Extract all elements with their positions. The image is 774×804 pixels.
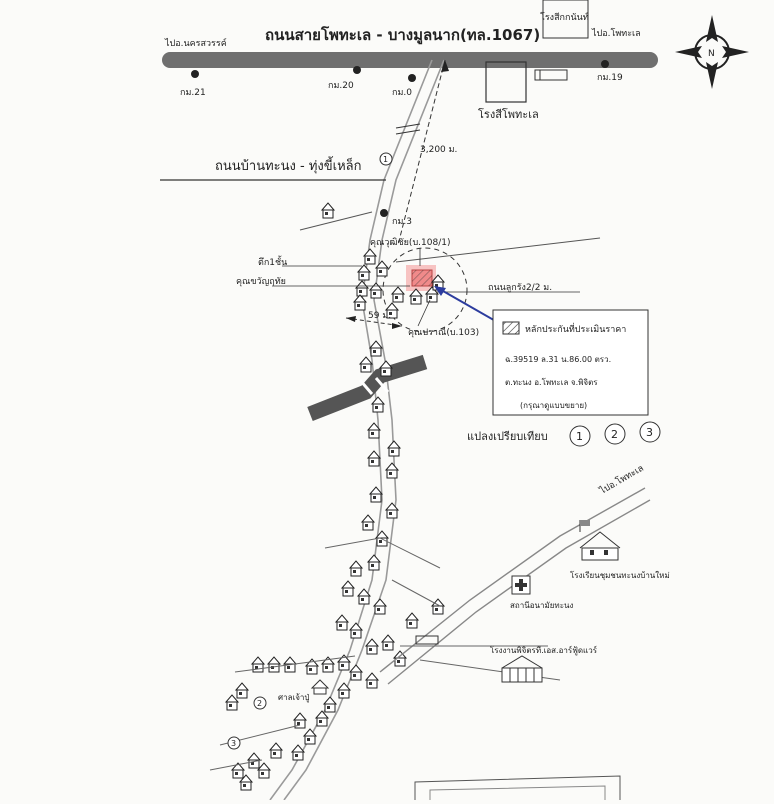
- km-marker-21: กม.21: [180, 88, 206, 98]
- legend-box: [492, 309, 649, 416]
- police-building: [542, 0, 589, 39]
- comparison-marker-1-text: 1: [383, 155, 388, 164]
- distance-59-line: [345, 316, 403, 329]
- compare-item-2: 2: [611, 428, 618, 441]
- health-station-label: สถานีอนามัยทะนง: [510, 601, 573, 610]
- shrine-label: ศาลเจ้าปู่: [278, 693, 309, 703]
- factory-label: โรงงานพิจิตรที.เอส.อาร์ฟู้ดแวร์: [490, 645, 598, 656]
- soi-label: ถนนลูกรัง2/2 ม.: [488, 283, 552, 293]
- health-station-icon: [511, 575, 531, 595]
- secondary-road-label: ถนนบ้านทะนง - ทุ่งขี้เหล็ก: [215, 156, 361, 174]
- km-marker-19: กม.19: [597, 73, 623, 83]
- parcel-area: [382, 247, 468, 333]
- police-label: โรงสีกกนันท์: [540, 11, 589, 23]
- km-marker-0: กม.0: [392, 88, 412, 98]
- side-road-2: [395, 237, 601, 263]
- compare-item-1: 1: [576, 430, 583, 443]
- compare-label: แปลงเปรียบเทียบ: [467, 430, 548, 443]
- km3-marker: [380, 209, 388, 217]
- comparison-marker-1-icon: [379, 152, 393, 166]
- house-label-2: ตึก1ชั้น: [258, 255, 287, 268]
- school-label: โรงเรียนชุมชนทะนงบ้านใหม่: [570, 570, 670, 580]
- legend-line-1: ฉ.39519 ล.31 น.86.00 ตรว.: [505, 355, 611, 364]
- rice-mill-building: [485, 61, 568, 103]
- house-label-1: คุณวุฒิชัย(บ.108/1): [370, 237, 450, 248]
- distance-3200-line: [397, 59, 449, 246]
- road-break: [395, 123, 421, 135]
- canal: [307, 354, 428, 421]
- km-marker-20: กม.20: [328, 81, 354, 91]
- house-label-3: คุณขวัญฤทัย: [236, 277, 286, 287]
- bottom-feature: [414, 775, 621, 800]
- rice-mill-label: โรงสีโพทะเล: [478, 107, 539, 121]
- legend-title: หลักประกันที่ประเมินราคา: [525, 322, 626, 335]
- side-road-1: [299, 211, 373, 231]
- legend-line-2: ต.ทะนง อ.โพทะเล จ.พิจิตร: [505, 377, 598, 387]
- compare-item-3: 3: [646, 426, 653, 439]
- school-icon: [579, 520, 621, 561]
- to-potale-label-top: ไปอ.โพทะเล: [591, 28, 641, 39]
- comparison-marker-2-icon: [253, 696, 267, 710]
- comparison-marker-3-icon: [227, 736, 241, 750]
- distance-3200-label: 3,200 ม.: [420, 145, 457, 155]
- factory-icon: [501, 655, 543, 683]
- to-nakhonsawan-label: ไปอ.นครสวรรค์: [164, 37, 227, 49]
- shrine-icon: [310, 679, 330, 695]
- compare-circles: [569, 421, 661, 447]
- north-arrow-icon: [675, 15, 749, 89]
- house-label-4: คุณปราณี(บ.103): [408, 327, 479, 338]
- legend-line-3: (กรุณาดูแบบขยาย): [520, 401, 587, 411]
- km3-label: กม.3: [392, 217, 412, 227]
- distance-59-label: 59 ม.: [368, 311, 391, 321]
- north-label: N: [708, 49, 715, 59]
- km-markers: [191, 60, 609, 82]
- main-road-title: ถนนสายโพทะเล - บางมูลนาก(ทล.1067): [265, 25, 540, 45]
- comparison-marker-2-text: 2: [257, 699, 262, 708]
- building-outline: [415, 635, 439, 645]
- comparison-marker-3-text: 3: [231, 739, 236, 748]
